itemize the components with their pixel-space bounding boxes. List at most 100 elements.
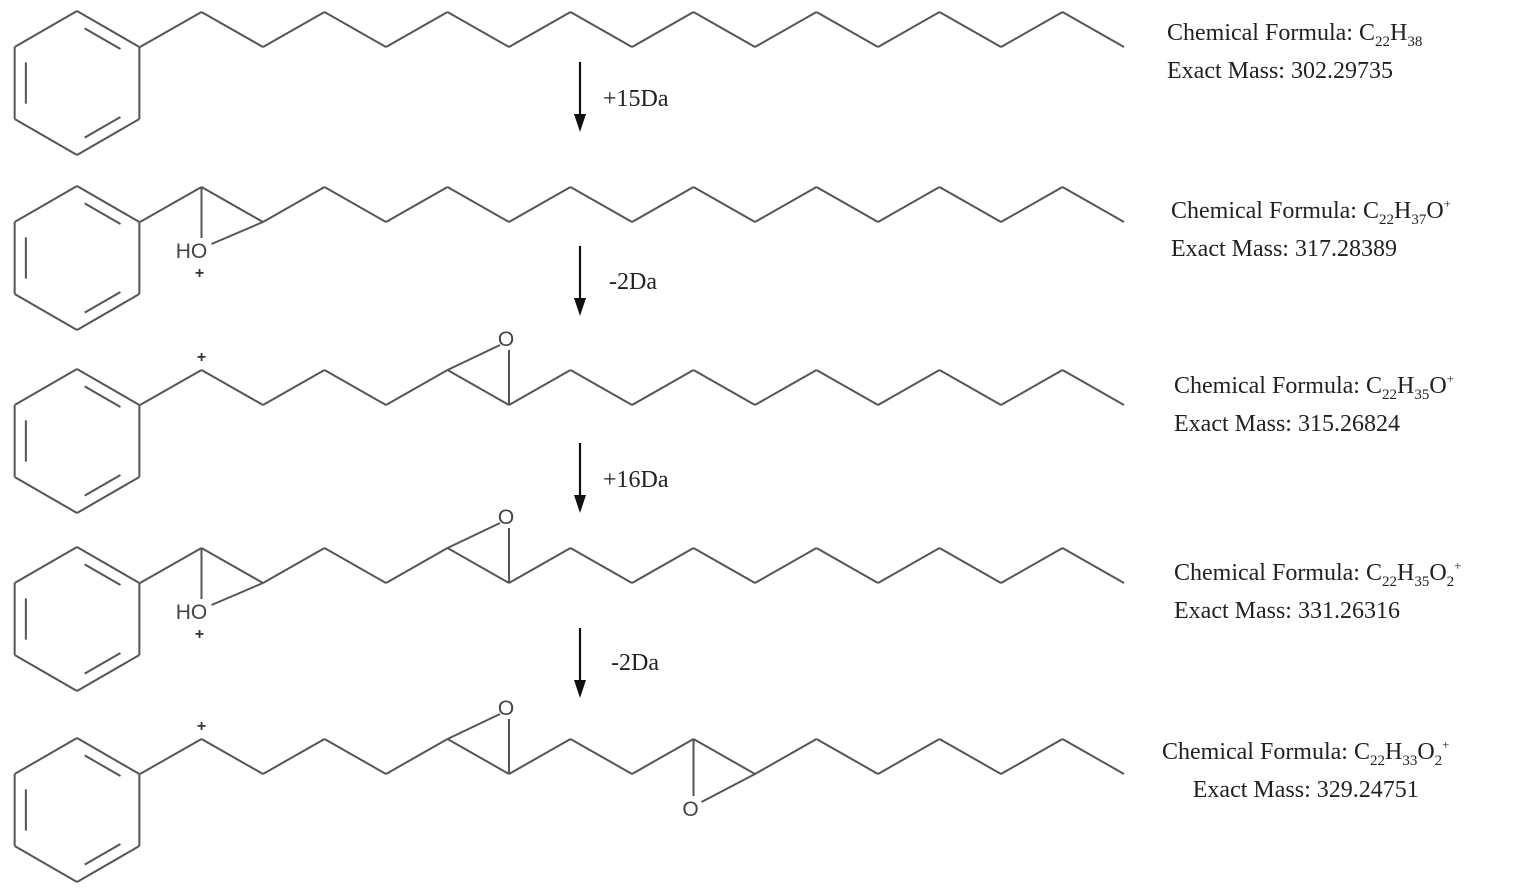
- formula: C22H35O+: [1366, 373, 1454, 399]
- chain-bond: [202, 12, 264, 47]
- chain-bond: [1063, 370, 1125, 405]
- formula-part: 22: [1379, 212, 1394, 228]
- reaction-arrow: [574, 443, 586, 513]
- ring-bond: [15, 477, 77, 513]
- chain-bond: [263, 187, 325, 222]
- chain-bond: [694, 548, 756, 583]
- step-label: -2Da: [609, 269, 657, 296]
- formula-part: O: [1426, 198, 1443, 224]
- epoxide-bond: [702, 774, 756, 802]
- formula: C22H38: [1359, 20, 1422, 46]
- alkyl-chain: [140, 187, 1124, 222]
- oxonium-charge: +: [195, 626, 204, 643]
- exact-mass: 329.24751: [1317, 777, 1419, 803]
- chain-bond: [571, 739, 633, 774]
- benzene-ring: [15, 547, 140, 691]
- chain-bond: [509, 739, 571, 774]
- formula-line: Chemical Formula: C22H35O2+: [1174, 554, 1462, 592]
- mass-line: Exact Mass: 317.28389: [1171, 230, 1451, 268]
- formula-part: H: [1397, 373, 1414, 399]
- formula-part: 2: [1435, 753, 1443, 769]
- mass-label: Exact Mass:: [1171, 236, 1289, 262]
- carbocation-charge: +: [197, 349, 206, 366]
- chain-bond: [571, 370, 633, 405]
- formula: C22H33O2+: [1354, 739, 1450, 765]
- epoxide-ring: O: [682, 739, 755, 821]
- chain-bond: [755, 370, 817, 405]
- ring-bond: [15, 11, 77, 47]
- mass-label: Exact Mass:: [1174, 411, 1292, 437]
- chain-bond: [632, 12, 694, 47]
- chain-bond: [878, 370, 940, 405]
- double-bond-inner: [85, 844, 121, 865]
- chain-bond: [878, 12, 940, 47]
- formula-label: Chemical Formula:: [1162, 739, 1348, 765]
- chain-bond: [940, 12, 1002, 47]
- chain-bond: [386, 12, 448, 47]
- chain-bond: [755, 739, 817, 774]
- epoxide-bond: [448, 714, 501, 739]
- mass-line: Exact Mass: 329.24751: [1162, 771, 1450, 809]
- chain-bond: [571, 12, 633, 47]
- molecule-1: [15, 11, 1124, 155]
- double-bond-inner: [85, 564, 121, 585]
- formula-line: Chemical Formula: C22H38: [1167, 14, 1422, 52]
- molecule-3: +O: [15, 328, 1124, 513]
- formula-part: H: [1390, 20, 1407, 46]
- chain-bond: [878, 187, 940, 222]
- chain-bond: [386, 187, 448, 222]
- formula-part: O: [1429, 373, 1446, 399]
- chain-bond: [940, 370, 1002, 405]
- chain-bond: [571, 187, 633, 222]
- ring-bond: [15, 119, 77, 155]
- formula-part: 22: [1382, 387, 1397, 403]
- chain-bond: [140, 739, 202, 774]
- alkyl-chain: [140, 739, 1124, 774]
- step-label: +16Da: [603, 467, 669, 494]
- oxygen-label: O: [498, 506, 514, 529]
- benzene-ring: [15, 186, 140, 330]
- formula-line: Chemical Formula: C22H37O+: [1171, 192, 1451, 230]
- formula-part: O: [1417, 739, 1434, 765]
- ring-bond: [15, 738, 77, 774]
- formula-part: +: [1447, 371, 1454, 386]
- chain-bond: [202, 370, 264, 405]
- chain-bond: [263, 370, 325, 405]
- chain-bond: [263, 739, 325, 774]
- chain-bond: [448, 548, 510, 583]
- formula-part: 35: [1414, 387, 1429, 403]
- formula-part: 35: [1414, 574, 1429, 590]
- oxygen-label: O: [498, 697, 514, 720]
- benzene-ring: [15, 11, 140, 155]
- chain-bond: [755, 548, 817, 583]
- molecule-4: HO+O: [15, 506, 1124, 691]
- double-bond-inner: [85, 117, 121, 138]
- formula-part: 22: [1370, 753, 1385, 769]
- chain-bond: [878, 739, 940, 774]
- chain-bond: [1001, 739, 1063, 774]
- epoxide-ring: O: [448, 506, 515, 583]
- reaction-arrow: [574, 628, 586, 698]
- molecule-2: HO+: [15, 186, 1124, 330]
- arrow-head-icon: [574, 495, 586, 513]
- double-bond-inner: [85, 292, 121, 313]
- ring-bond: [15, 547, 77, 583]
- mass-line: Exact Mass: 315.26824: [1174, 405, 1454, 443]
- chain-bond: [325, 548, 387, 583]
- reaction-arrow: [574, 246, 586, 316]
- compound-info-1: Chemical Formula: C22H38 Exact Mass: 302…: [1167, 14, 1422, 90]
- formula-part: 22: [1382, 574, 1397, 590]
- formula-label: Chemical Formula:: [1174, 373, 1360, 399]
- formula-part: 33: [1402, 753, 1417, 769]
- epoxide-ring: O: [448, 328, 515, 405]
- chain-bond: [448, 370, 510, 405]
- chain-bond: [448, 187, 510, 222]
- ring-bond: [15, 294, 77, 330]
- compound-info-5: Chemical Formula: C22H33O2+ Exact Mass: …: [1162, 733, 1450, 809]
- formula-part: H: [1394, 198, 1411, 224]
- chain-bond: [694, 370, 756, 405]
- ring-bond: [15, 655, 77, 691]
- chain-bond: [571, 548, 633, 583]
- chain-bond: [755, 12, 817, 47]
- chain-bond: [386, 548, 448, 583]
